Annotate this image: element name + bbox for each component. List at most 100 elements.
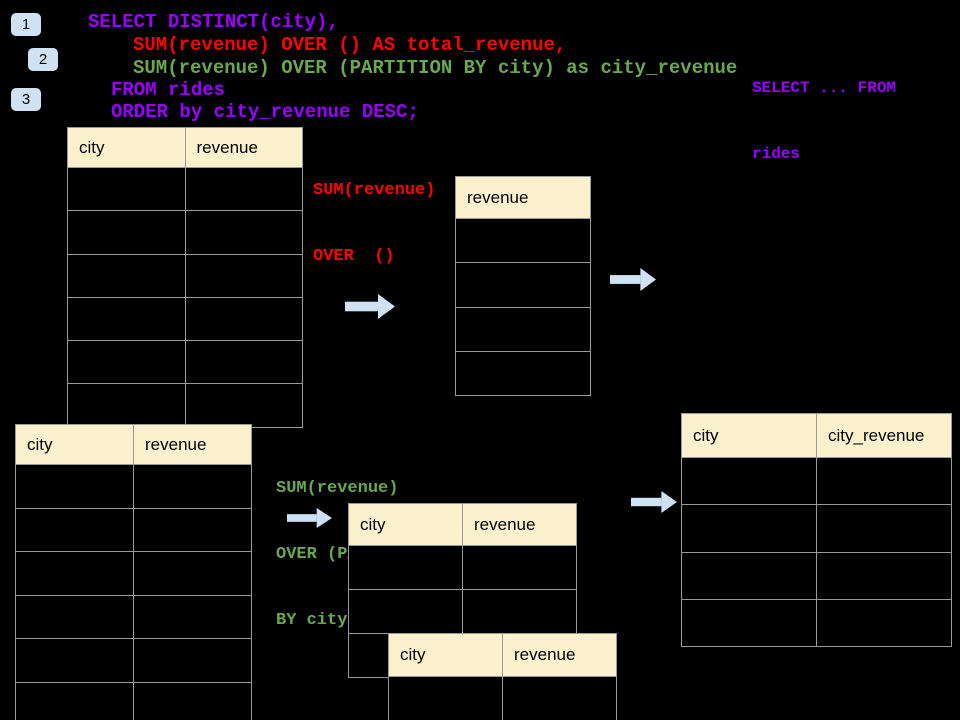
table-row [455, 350, 591, 397]
empty-cell [348, 545, 463, 590]
empty-cell [67, 253, 186, 298]
right-arrow-icon-2 [610, 268, 656, 291]
empty-cell [462, 589, 577, 634]
table-row [681, 504, 952, 553]
table-row [15, 507, 252, 552]
empty-cell [816, 598, 952, 648]
empty-cell [133, 638, 252, 683]
header-row: revenue [455, 176, 591, 219]
empty-cell [15, 681, 134, 720]
empty-cell [15, 638, 134, 683]
column-header: city [67, 127, 186, 168]
aside-note-line-1: SELECT ... FROM [752, 79, 897, 97]
sql-line-select: SELECT DISTINCT(city), [88, 11, 339, 33]
empty-cell [67, 340, 186, 385]
empty-cell [15, 464, 134, 509]
column-header: city [348, 503, 463, 546]
label-line: BY city) [276, 611, 358, 630]
table-total-revenue-result: revenue [455, 176, 591, 397]
empty-cell [455, 262, 591, 308]
empty-cell [133, 681, 252, 720]
empty-cell [15, 551, 134, 596]
table-row [681, 598, 952, 648]
table-row [67, 166, 303, 212]
empty-cell [462, 545, 577, 590]
aside-note: SELECT ... FROM rides [752, 33, 896, 209]
table-row [67, 296, 303, 342]
empty-cell [455, 350, 591, 397]
label-line: SUM(revenue) [276, 479, 399, 498]
window-function-label-total: SUM(revenue) OVER () [313, 136, 435, 312]
table-row [15, 681, 252, 720]
empty-cell [184, 253, 303, 298]
right-arrow-icon-3 [287, 508, 332, 528]
column-header: revenue [455, 176, 591, 219]
empty-cell [67, 210, 186, 255]
empty-cell [348, 589, 463, 634]
column-header: revenue [133, 424, 252, 465]
empty-cell [816, 551, 952, 600]
sql-line-from: FROM rides [111, 79, 226, 101]
table-row [15, 594, 252, 639]
table-row [67, 210, 303, 255]
empty-cell [133, 551, 252, 596]
table-row [348, 545, 577, 590]
sql-line-city-revenue: SUM(revenue) OVER (PARTITION BY city) as… [133, 57, 738, 79]
empty-cell [455, 217, 591, 264]
table-row [67, 340, 303, 385]
table-row [681, 551, 952, 600]
empty-cell [184, 296, 303, 342]
empty-cell [133, 507, 252, 552]
table-row [455, 262, 591, 308]
aside-note-line-2: rides [752, 145, 801, 163]
right-arrow-icon-4 [631, 491, 677, 513]
table-row [455, 306, 591, 352]
empty-cell [455, 306, 591, 352]
empty-cell [184, 210, 303, 255]
column-header: city_revenue [816, 413, 952, 458]
empty-cell [133, 594, 252, 639]
empty-cell [681, 504, 817, 553]
label-line: OVER () [313, 247, 395, 266]
column-header: revenue [184, 127, 303, 168]
column-header: city [681, 413, 817, 458]
empty-cell [184, 166, 303, 212]
empty-cell [681, 598, 817, 648]
right-arrow-icon-1 [345, 294, 395, 319]
empty-cell [184, 340, 303, 385]
table-row [348, 589, 577, 634]
empty-cell [388, 676, 503, 720]
step-badge-2: 2 [28, 48, 58, 71]
column-header: revenue [462, 503, 577, 546]
empty-cell [184, 383, 303, 428]
table-row [15, 464, 252, 509]
sql-line-total-revenue: SUM(revenue) OVER () AS total_revenue, [133, 34, 567, 56]
empty-cell [681, 456, 817, 506]
empty-cell [133, 464, 252, 509]
label-line: SUM(revenue) [313, 181, 436, 200]
table-row [67, 383, 303, 428]
empty-cell [15, 594, 134, 639]
empty-cell [502, 676, 617, 720]
empty-cell [816, 456, 952, 506]
table-row [388, 676, 617, 720]
column-header: revenue [502, 633, 617, 677]
table-row [67, 253, 303, 298]
empty-cell [15, 507, 134, 552]
sql-line-order-by: ORDER by city_revenue DESC; [111, 101, 419, 123]
empty-cell [681, 551, 817, 600]
empty-cell [67, 166, 186, 212]
step-badge-1: 1 [11, 13, 41, 36]
column-header: city [15, 424, 134, 465]
table-row [681, 456, 952, 506]
empty-cell [816, 504, 952, 553]
column-header: city [388, 633, 503, 677]
